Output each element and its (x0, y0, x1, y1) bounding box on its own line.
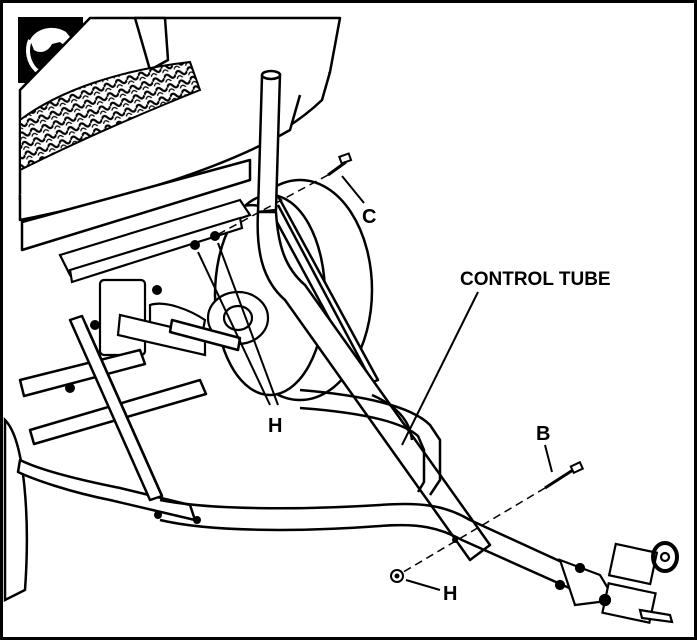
label-h-upper: H (268, 415, 282, 437)
tow-frame (159, 388, 591, 597)
label-h-lower-leader (405, 579, 441, 591)
fasteners (65, 231, 458, 543)
nut-h-lower (390, 569, 404, 583)
bolt-b (544, 460, 585, 490)
bolt-c (327, 152, 353, 177)
label-h-upper-leader-1 (197, 251, 271, 406)
bolt-b-axis (399, 487, 546, 575)
label-control-tube-leader (401, 291, 479, 446)
label-b-leader (544, 444, 553, 473)
control-tube (168, 69, 492, 562)
label-c-leader (341, 175, 365, 204)
frame-rails (16, 194, 380, 522)
label-c: C (362, 206, 376, 228)
bolt-c-axis (214, 174, 329, 237)
hitch-assembly (554, 541, 679, 624)
label-h-lower: H (443, 583, 457, 605)
label-h-upper-leader-2 (217, 242, 279, 406)
label-b: B (536, 423, 550, 445)
wire-mesh-screen (19, 60, 202, 172)
label-control-tube: CONTROL TUBE (460, 269, 611, 290)
